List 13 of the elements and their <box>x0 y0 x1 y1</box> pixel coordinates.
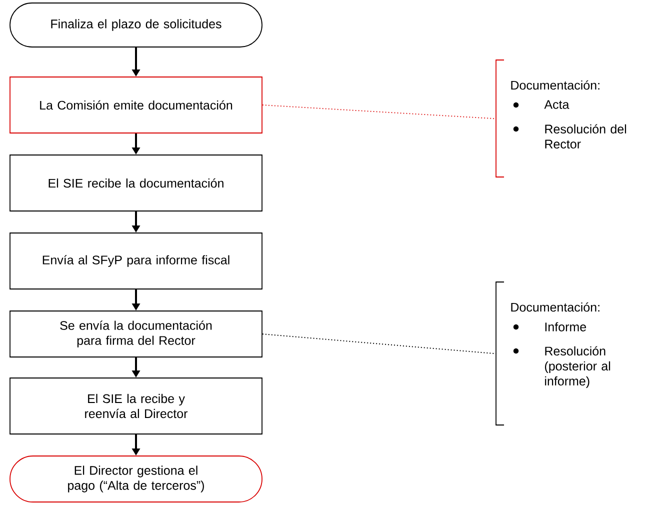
process-box: Envía al SFyP para informe fiscal <box>10 232 262 290</box>
process-box: El SIE la recibe y reenvía al Director <box>10 378 262 434</box>
list-item: Informe <box>545 322 586 332</box>
list-item: Acta <box>544 100 570 109</box>
leader-line <box>262 334 496 354</box>
process-box: El SIE recibe la documentación <box>10 154 262 212</box>
process-box: Se envía la documentación para firma del Rector <box>10 310 262 358</box>
heading: Documentación: <box>511 80 600 90</box>
list-item: Resolución (posterior al informe) <box>544 346 610 388</box>
leader-line <box>262 104 496 120</box>
list-item: Resolución del Rector <box>545 124 626 149</box>
heading: Documentación: <box>511 302 600 312</box>
process-box: La Comisión emite documentación <box>10 76 262 134</box>
